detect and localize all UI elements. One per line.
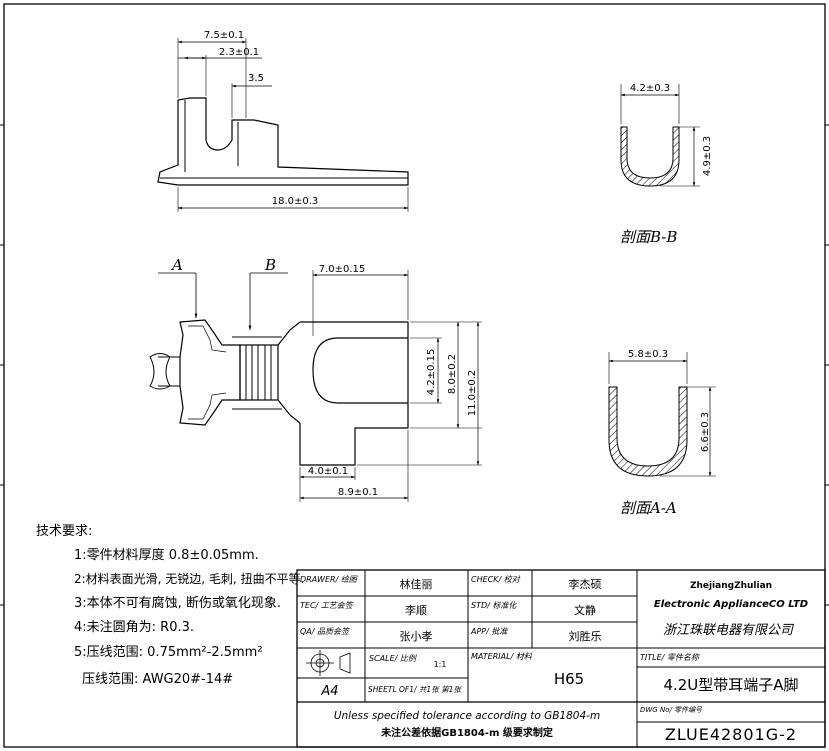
scale-value: 1:1 xyxy=(434,660,447,669)
scale-label: SCALE/ 比例 xyxy=(369,654,418,663)
check-name: 李杰硕 xyxy=(569,577,602,591)
notes-title: 技术要求: xyxy=(36,524,92,539)
section-aa-label: 剖面A-A xyxy=(620,499,677,517)
dim-bb-height: 4.9±0.3 xyxy=(702,136,713,176)
dwg-label: DWG No/ 零件编号 xyxy=(640,706,703,714)
sheet-label: SHEETL OF1/ 共1张 第1张 xyxy=(368,685,462,694)
dim-aa-width: 5.8±0.3 xyxy=(628,349,668,360)
note-4: 4:未注圆角为: R0.3. xyxy=(74,620,194,635)
note-3: 3:本体不可有腐蚀, 断伤或氧化现象. xyxy=(74,596,281,611)
dim-head: 8.9±0.1 xyxy=(338,487,378,498)
drawer-label: DRAWER/ 绘图 xyxy=(300,575,358,584)
paper-size: A4 xyxy=(320,684,338,699)
technical-notes: 技术要求: 1:零件材料厚度 0.8±0.05mm. 2:材料表面光滑, 无锐边… xyxy=(36,524,304,687)
section-marker-b: B xyxy=(264,256,276,274)
dim-aa-height: 6.6±0.3 xyxy=(700,412,711,452)
tec-name: 李顺 xyxy=(405,603,427,617)
dim-top-width: 7.5±0.1 xyxy=(204,30,244,41)
qa-name: 张小孝 xyxy=(400,630,433,643)
section-marker-a: A xyxy=(170,256,183,274)
check-label: CHECK/ 校对 xyxy=(471,575,521,584)
app-name: 刘胜乐 xyxy=(569,629,602,643)
dwg-number: ZLUE42801G-2 xyxy=(665,725,797,744)
main-view xyxy=(149,270,482,502)
note-6: 压线范围: AWG20#-14# xyxy=(82,672,233,687)
note-5: 5:压线范围: 0.75mm²-2.5mm² xyxy=(74,645,263,660)
tolerance-cn: 未注公差依据GB1804-m 级要求制定 xyxy=(380,726,553,739)
drawer-name: 林佳丽 xyxy=(400,577,433,591)
top-view xyxy=(157,38,409,212)
dim-outer-width: 11.0±0.2 xyxy=(467,370,478,417)
part-title: 4.2U型带耳端子A脚 xyxy=(663,676,798,694)
section-bb xyxy=(620,84,700,187)
dim-bb-width: 4.2±0.3 xyxy=(630,83,670,94)
tolerance-en: Unless specified tolerance according to … xyxy=(334,710,600,722)
company-cn: 浙江珠联电器有限公司 xyxy=(663,623,795,638)
company-en-1: ZhejiangZhulian xyxy=(690,581,772,591)
material-value: H65 xyxy=(554,670,584,688)
material-label: MATERIAL/ 材料 xyxy=(471,652,533,661)
section-bb-label: 剖面B-B xyxy=(620,228,677,246)
std-label: STD/ 标准化 xyxy=(471,601,517,610)
dim-top-length: 18.0±0.3 xyxy=(272,196,319,207)
dim-slot-length: 7.0±0.15 xyxy=(319,264,366,275)
dim-tab: 4.0±0.1 xyxy=(308,466,348,477)
projection-symbol-icon xyxy=(306,650,351,676)
title-block-text: DRAWER/ 绘图 林佳丽 CHECK/ 校对 李杰硕 TEC/ 工艺会签 李… xyxy=(300,575,808,744)
company-en-2: Electronic ApplianceCO LTD xyxy=(654,599,808,610)
qa-label: QA/ 品质会签 xyxy=(300,627,351,636)
dim-inner-width: 8.0±0.2 xyxy=(447,354,458,394)
note-2: 2:材料表面光滑, 无锐边, 毛刺, 扭曲不平等. xyxy=(74,572,304,586)
std-name: 文静 xyxy=(574,603,596,617)
tec-label: TEC/ 工艺会签 xyxy=(300,601,355,610)
title-block-grid xyxy=(296,569,826,748)
dim-top-slot: 2.3±0.1 xyxy=(219,47,259,58)
note-1: 1:零件材料厚度 0.8±0.05mm. xyxy=(74,547,259,563)
title-label: TITLE/ 零件名称 xyxy=(640,653,701,662)
dim-slot-width: 4.2±0.15 xyxy=(426,349,437,396)
dim-top-offset: 3.5 xyxy=(248,73,264,84)
section-aa xyxy=(608,352,716,477)
app-label: APP/ 批准 xyxy=(470,627,508,636)
